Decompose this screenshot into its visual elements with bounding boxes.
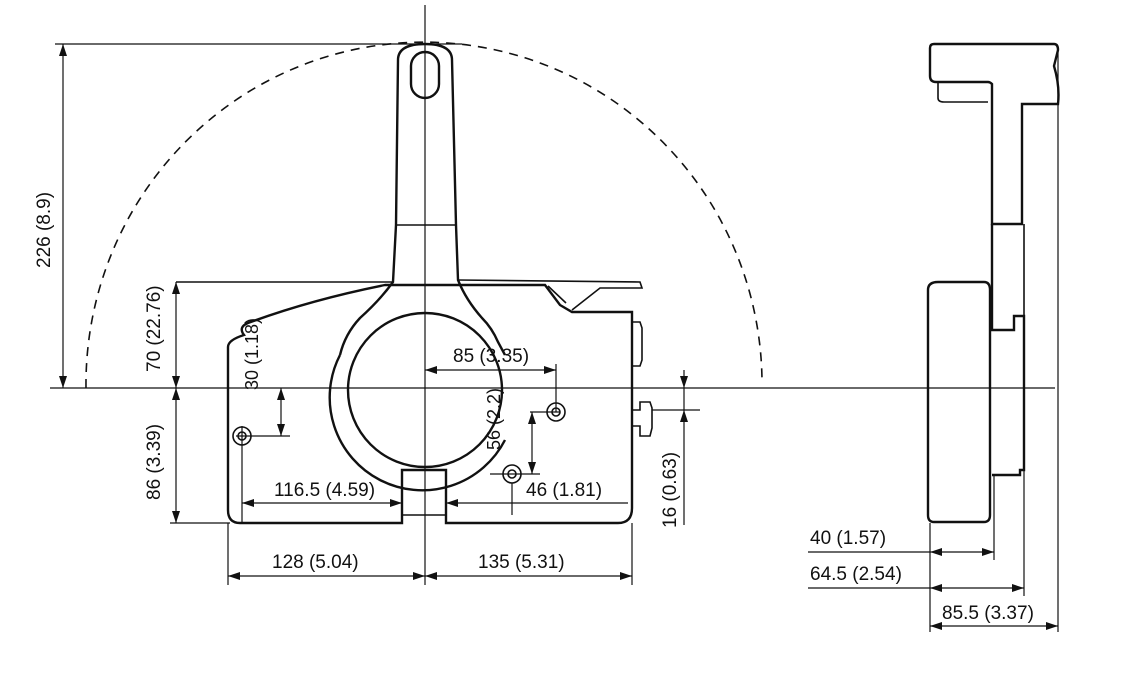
lever-swing-arc <box>85 41 763 389</box>
label-height-lower: 86 (3.39) <box>144 424 165 500</box>
label-height-upper: 70 (22.76) <box>144 285 165 372</box>
front-view <box>50 5 1055 585</box>
label-base-hole-left: 116.5 (4.59) <box>274 480 375 501</box>
side-lever-shank <box>990 224 1026 477</box>
label-shaft-offset: 16 (0.63) <box>660 452 681 528</box>
housing-outline <box>226 283 634 525</box>
lever-hub-outer <box>328 354 507 492</box>
label-height-total: 226 (8.9) <box>34 192 55 268</box>
dimension-lines <box>55 43 688 585</box>
side-boss <box>632 321 643 367</box>
dimension-labels: 226 (8.9) 70 (22.76) 86 (3.39) 30 (1.18)… <box>34 192 1034 624</box>
label-hole-spacing-horizontal: 85 (3.35) <box>453 346 529 367</box>
label-side-depth-1: 40 (1.57) <box>810 528 886 549</box>
side-view <box>808 42 1060 632</box>
side-lever-grip <box>928 42 1060 226</box>
label-hole-offset-vertical: 30 (1.18) <box>242 318 262 390</box>
label-side-depth-3: 85.5 (3.37) <box>942 603 1034 624</box>
side-housing <box>926 280 992 524</box>
shaft-nub <box>632 401 653 437</box>
label-width-left: 128 (5.04) <box>272 552 359 573</box>
lever-grip-slot <box>409 50 441 100</box>
lever-arm <box>396 42 507 356</box>
label-hole-spacing-vertical: 56 (2.2) <box>484 388 504 450</box>
label-width-right: 135 (5.31) <box>478 552 565 573</box>
label-base-hole-right: 46 (1.81) <box>526 480 602 501</box>
housing-top-notch <box>547 285 567 304</box>
housing-top-plate <box>457 279 644 311</box>
lever-arm-left <box>338 59 400 356</box>
label-side-depth-2: 64.5 (2.54) <box>810 564 902 585</box>
lever-hub-inner <box>346 311 504 469</box>
side-lever-grip-inner <box>937 82 988 103</box>
